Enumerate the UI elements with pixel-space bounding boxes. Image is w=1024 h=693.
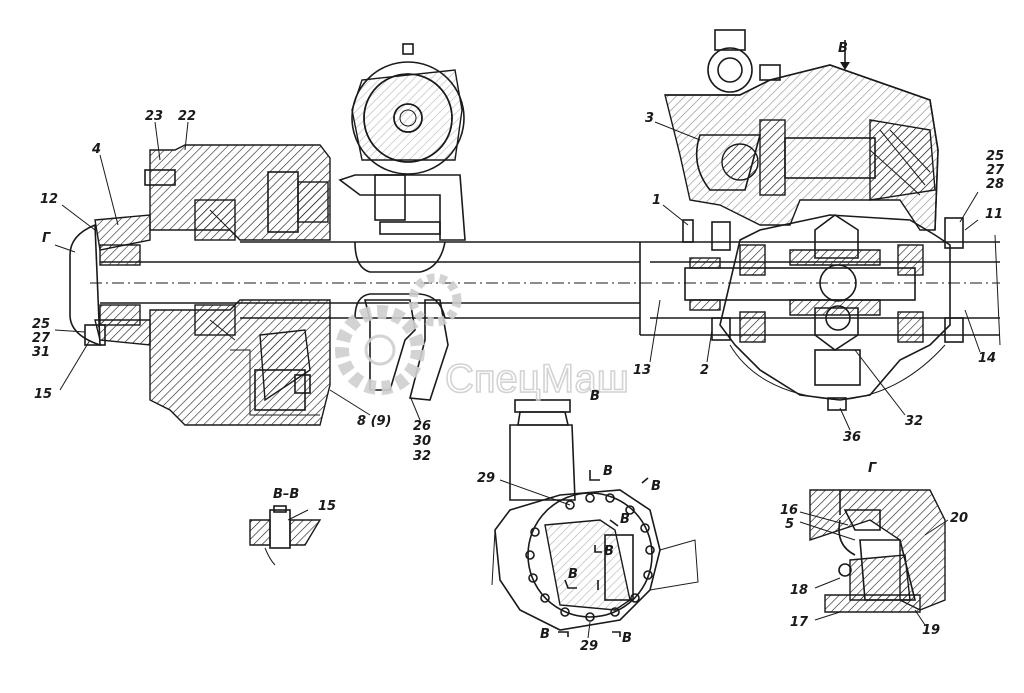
label-29-top: 29 <box>477 471 495 486</box>
section-mark-b-2: В <box>651 479 661 494</box>
label-36: 36 <box>843 430 861 445</box>
label-13: 13 <box>633 363 651 378</box>
left-wheel-hub <box>69 144 331 426</box>
label-12: 12 <box>40 192 58 207</box>
view-b <box>491 399 699 637</box>
label-16: 16 <box>780 503 798 518</box>
label-15-main: 15 <box>34 387 52 402</box>
label-27-left: 27 <box>32 331 51 346</box>
section-mark-b-5: В <box>568 567 578 582</box>
label-15-section: 15 <box>318 499 336 514</box>
label-2: 2 <box>700 363 709 378</box>
label-22: 22 <box>178 109 196 124</box>
label-section-bb: В–В <box>273 487 299 502</box>
label-32-right: 32 <box>905 414 923 429</box>
label-26: 26 <box>413 419 431 434</box>
label-28: 28 <box>986 177 1004 192</box>
label-4: 4 <box>91 142 101 157</box>
label-1: 1 <box>652 193 661 208</box>
leader-lines <box>54 121 981 639</box>
label-30: 30 <box>413 434 431 449</box>
label-20: 20 <box>950 511 968 526</box>
label-view-b-arrow: В <box>838 41 848 56</box>
label-view-b-title: В <box>590 389 600 404</box>
section-bb <box>249 505 322 566</box>
section-mark-b-4: В <box>604 544 614 559</box>
callout-labels: 23 22 4 12 Г 25 27 31 15 В 3 1 25 27 2 8 … <box>32 41 1005 654</box>
label-17: 17 <box>790 615 809 630</box>
view-b-bolt-circle <box>525 493 655 622</box>
section-mark-b-1: В <box>603 464 613 479</box>
label-8-9: 8 (9) <box>357 414 392 429</box>
left-axle-housing <box>90 241 1000 319</box>
section-mark-b-6: В <box>540 627 550 642</box>
watermark-text: СпецМаш <box>445 357 629 401</box>
label-5: 5 <box>785 517 794 532</box>
brake-lower-linkage <box>230 299 449 416</box>
label-32-left: 32 <box>413 449 431 464</box>
label-31: 31 <box>32 345 50 360</box>
label-14: 14 <box>978 351 996 366</box>
section-mark-b-7: В <box>622 631 632 646</box>
label-19: 19 <box>922 623 940 638</box>
watermark: СпецМаш <box>335 273 630 402</box>
brake-chamber <box>267 43 466 241</box>
main-reducer <box>664 29 964 411</box>
label-18: 18 <box>790 583 808 598</box>
detail-g <box>809 489 946 613</box>
label-25-left: 25 <box>32 317 50 332</box>
label-g-marker: Г <box>42 231 51 246</box>
label-25-right: 25 <box>986 149 1004 164</box>
label-detail-g: Г <box>868 461 877 476</box>
label-29-bottom: 29 <box>580 639 598 654</box>
label-3: 3 <box>645 111 654 126</box>
label-27-right: 27 <box>986 163 1005 178</box>
section-mark-b-3: В <box>620 512 630 527</box>
right-axle-shaft <box>639 234 1001 346</box>
label-11: 11 <box>985 207 1003 222</box>
label-23: 23 <box>145 109 163 124</box>
